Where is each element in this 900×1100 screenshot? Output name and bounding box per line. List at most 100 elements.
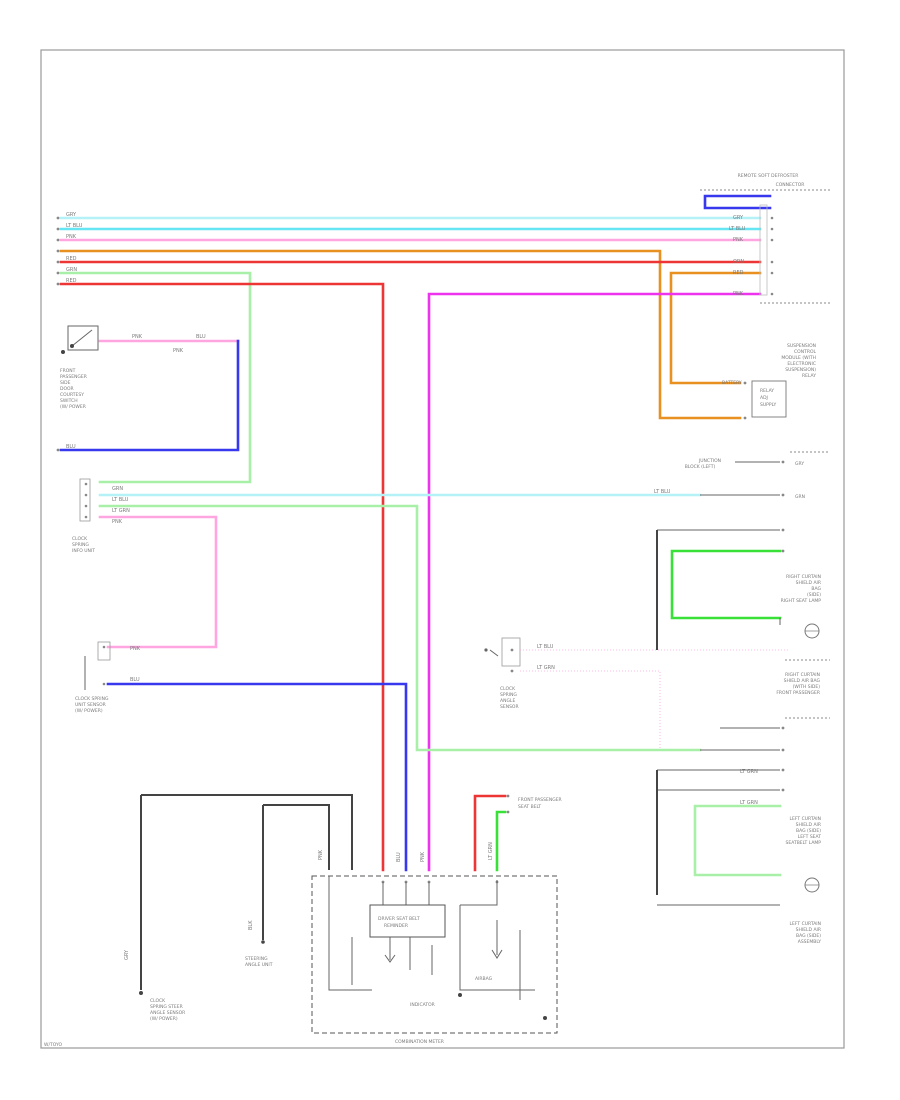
right-lamp-upper-pin-a: GRY [795,461,804,467]
right-side-label-0: LT BLU [654,489,671,495]
bottom-label-4: PNK [420,851,426,862]
upper-splice-line-0: JUNCTION [698,458,721,464]
wire-red-meter-top [473,794,507,872]
relay-module-sub-0: RELAY [760,388,774,394]
wire-green-middle [98,504,702,752]
meter-connector-line-1: SEAT BELT [518,804,541,810]
upper-splice-line-1: BLOCK (LEFT) [685,464,716,470]
right-side-label-3: LT GRN [740,769,758,775]
right-lamp-lower-line-0: LEFT CURTAIN [790,816,821,822]
right-side-label-4: LT GRN [740,800,758,806]
relay-module-battery: BATTERY [722,380,742,386]
page-code: W/TOYO [44,1042,63,1048]
wire-blue-top-right [703,194,772,210]
center-sensor-line-0: CLOCK [500,686,516,692]
right-lamp-upper-line-1: SHIELD AIR [796,580,821,586]
middle-label-0: LT BLU [537,644,554,650]
center-sensor-line-2: ANGLE [500,698,515,704]
left-bottom-sensor-line-1: SPRING STEER [150,1004,183,1010]
right-lamp-upper-line-3: (SIDE) [807,592,821,598]
wire-blue-lower [106,682,408,872]
relay-module-line-3: ELECTRONIC [787,361,816,367]
center-sensor: LT BLU LT GRN CLOCK SPRING ANGLE SENSOR … [484,637,821,750]
bottom-caption: COMBINATION METER [395,1039,444,1045]
middle-label-3: BLU [130,677,140,683]
combination-meter: DRIVER SEAT BELT REMINDER AIRBAG INDICAT… [311,875,558,1045]
bottom-label-0: GRY [124,949,130,960]
right-lamp-lower-line-4: SEATBELT LAMP [786,840,822,846]
relay-module-line-5: RELAY [802,373,816,379]
right-lamp-mid-line-0: RIGHT CURTAIN [785,672,820,678]
top-bus-label-1: LT BLU [66,223,83,229]
right-lamp-upper-line-2: BAG [811,586,821,592]
meter-inner-line-1: REMINDER [384,923,408,929]
right-bus-label-2: PNK [733,237,744,243]
relay-module: SUSPENSION CONTROL MODULE (WITH ELECTRON… [722,343,816,420]
right-lamp-upper-pin-b: GRN [795,494,805,500]
wire-green-meter-top [495,810,507,872]
door-switch-line-1: PASSENGER [60,374,87,380]
right-lamp-upper-group: JUNCTION BLOCK (LEFT) LT BLU GRY GRN [98,451,830,500]
top-bus-label-2: PNK [66,234,77,240]
top-bus [59,194,772,872]
right-lamp-upper: RIGHT CURTAIN SHIELD AIR BAG (SIDE) RIGH… [656,528,830,661]
right-lamp-bottom-line-3: ASSEMBLY [798,939,822,945]
wire-magenta [427,292,762,872]
top-bus-label-4: GRN [66,267,77,273]
right-bus-label-4: RED [733,270,744,276]
wire-red-meter [59,282,385,872]
left-connector-a-line-0: CLOCK [72,536,88,542]
left-bottom-sensor-line-0: CLOCK [150,998,166,1004]
mid-bottom-module: BLK STEERING ANGLE UNIT [245,804,330,968]
right-lamp-upper-line-4: RIGHT SEAT LAMP [781,598,822,604]
center-sensor-line-1: SPRING [500,692,517,698]
left-connector-a: GRN LT BLU LT GRN PNK CLOCK SPRING INFO … [72,478,702,752]
switch-label-0: PNK [132,334,143,340]
right-lamp-bottom-line-0: LEFT CURTAIN [790,921,821,927]
left-bus-pins: GRY LT BLU PNK RED GRN RED [56,212,83,286]
right-lamp-lower: LT GRN LT GRN LEFT CURTAIN SHIELD AIR BA… [656,717,830,945]
diagram-frame [40,49,845,1049]
meter-connector-line-0: FRONT PASSENGER [518,797,562,803]
right-lamp-mid-line-1: SHIELD AIR BAG [784,678,821,684]
center-sensor-line-3: SENSOR [500,704,519,710]
bottom-label-1: BLK [248,920,254,930]
upper-right-connector-line-0: REMOTE SOFT DEFROSTER [738,173,799,179]
left-lower-module-line-1: UNIT SENSOR [75,702,106,708]
top-bus-label-3: RED [66,256,77,262]
right-lamp-bottom-line-1: SHIELD AIR [796,927,821,933]
right-lamp-lower-line-2: BAG (SIDE) [796,828,821,834]
right-lamp-upper-line-0: RIGHT CURTAIN [786,574,821,580]
wire-pink-connector [98,515,218,649]
side-label-1: GRN [112,486,123,492]
wire-orange-top [59,249,742,420]
side-label-4: PNK [112,519,123,525]
bottom-label-3: BLU [396,852,402,862]
relay-module-sub-2: SUPPLY [760,402,776,408]
left-bottom-sensor-line-2: ANGLE SENSOR [150,1010,185,1016]
meter-label-line-1: INDICATOR [410,1002,435,1008]
door-switch: PNK PNK BLU FRONT PASSENGER SIDE DOOR CO… [56,325,240,452]
side-label-0: BLU [66,444,76,450]
right-lamp-lower-line-3: LEFT SEAT [798,834,821,840]
meter-label-line-0: AIRBAG [475,976,493,982]
door-switch-line-0: FRONT [60,368,76,374]
left-connector-a-line-1: SPRING [72,542,89,548]
relay-module-line-4: SUSPENSION) [785,367,816,373]
door-switch-line-6: (W/ POWER [60,404,86,410]
door-switch-line-5: SWITCH [60,398,78,404]
right-lamp-mid-line-3: FRONT PASSENGER [776,690,820,696]
left-connector-a-line-2: INFO UNIT [72,548,95,554]
mid-bottom-module-line-1: ANGLE UNIT [245,962,273,968]
right-bus-label-3: ORN [733,259,744,265]
upper-right-connector-line-1: CONNECTOR [776,182,805,188]
wire-orange-2 [669,271,762,385]
middle-label-1: LT GRN [537,665,555,671]
right-bus-label-0: GRY [733,215,744,221]
top-bus-label-0: GRY [66,212,77,218]
left-lower-module-line-2: (W/ POWER) [75,708,103,714]
relay-module-line-2: MODULE (WITH [781,355,816,361]
door-switch-line-2: SIDE [60,380,71,386]
switch-label-2: BLU [196,334,206,340]
